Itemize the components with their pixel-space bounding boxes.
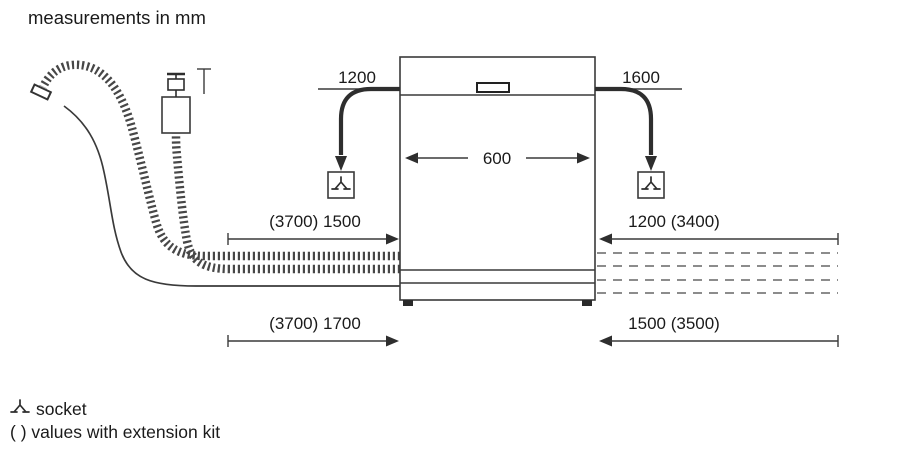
right-foot	[582, 300, 592, 306]
extension-dashed-lines	[597, 252, 838, 294]
dim-mid-right: 1200 (3400)	[628, 212, 720, 231]
cable-left-group: 1200	[318, 68, 400, 199]
mid-left-dimension: (3700) 1500	[227, 212, 399, 245]
power-cord	[63, 105, 400, 287]
supply-hose	[171, 132, 400, 274]
cable-right-group: 1600	[595, 68, 682, 199]
dishwasher-body	[399, 56, 596, 301]
legend: socket ( ) values with extension kit	[10, 399, 220, 442]
dim-width: 600	[483, 149, 511, 168]
mid-left-arrowhead	[386, 233, 399, 245]
socket-icon	[10, 399, 30, 413]
dim-top-left: 1200	[338, 68, 376, 87]
legend-extension-label: ( ) values with extension kit	[10, 422, 220, 442]
cable-left	[338, 86, 400, 155]
socket-box-left	[327, 171, 355, 199]
tap-height-mark	[197, 68, 211, 94]
hose-end-cap-icon	[29, 83, 53, 101]
width-arrow-right	[577, 152, 590, 164]
cable-left-arrowhead	[335, 156, 347, 171]
dim-bottom-right: 1500 (3500)	[628, 314, 720, 333]
legend-socket-label: socket	[36, 399, 87, 419]
aquastop-box	[161, 96, 191, 134]
hose-group	[29, 60, 400, 287]
mid-right-dimension: 1200 (3400)	[599, 212, 839, 245]
door-handle	[476, 82, 510, 93]
mid-right-arrowhead	[599, 233, 612, 245]
width-arrow-left	[405, 152, 418, 164]
cable-right-arrowhead	[645, 156, 657, 171]
cable-right	[595, 86, 654, 155]
dim-top-right: 1600	[622, 68, 660, 87]
left-foot	[403, 300, 413, 306]
dim-bottom-left: (3700) 1700	[269, 314, 361, 333]
bottom-right-dimension: 1500 (3500)	[599, 314, 839, 347]
socket-box-right	[637, 171, 665, 199]
diagram-title: measurements in mm	[28, 7, 206, 28]
width-dimension: 600	[405, 149, 590, 168]
bottom-left-arrowhead	[386, 335, 399, 347]
dishwasher-outline	[399, 56, 596, 306]
tap-icon	[167, 72, 185, 97]
dim-mid-left: (3700) 1500	[269, 212, 361, 231]
drain-hose	[39, 60, 400, 261]
bottom-right-arrowhead	[599, 335, 612, 347]
bottom-left-dimension: (3700) 1700	[227, 314, 399, 347]
